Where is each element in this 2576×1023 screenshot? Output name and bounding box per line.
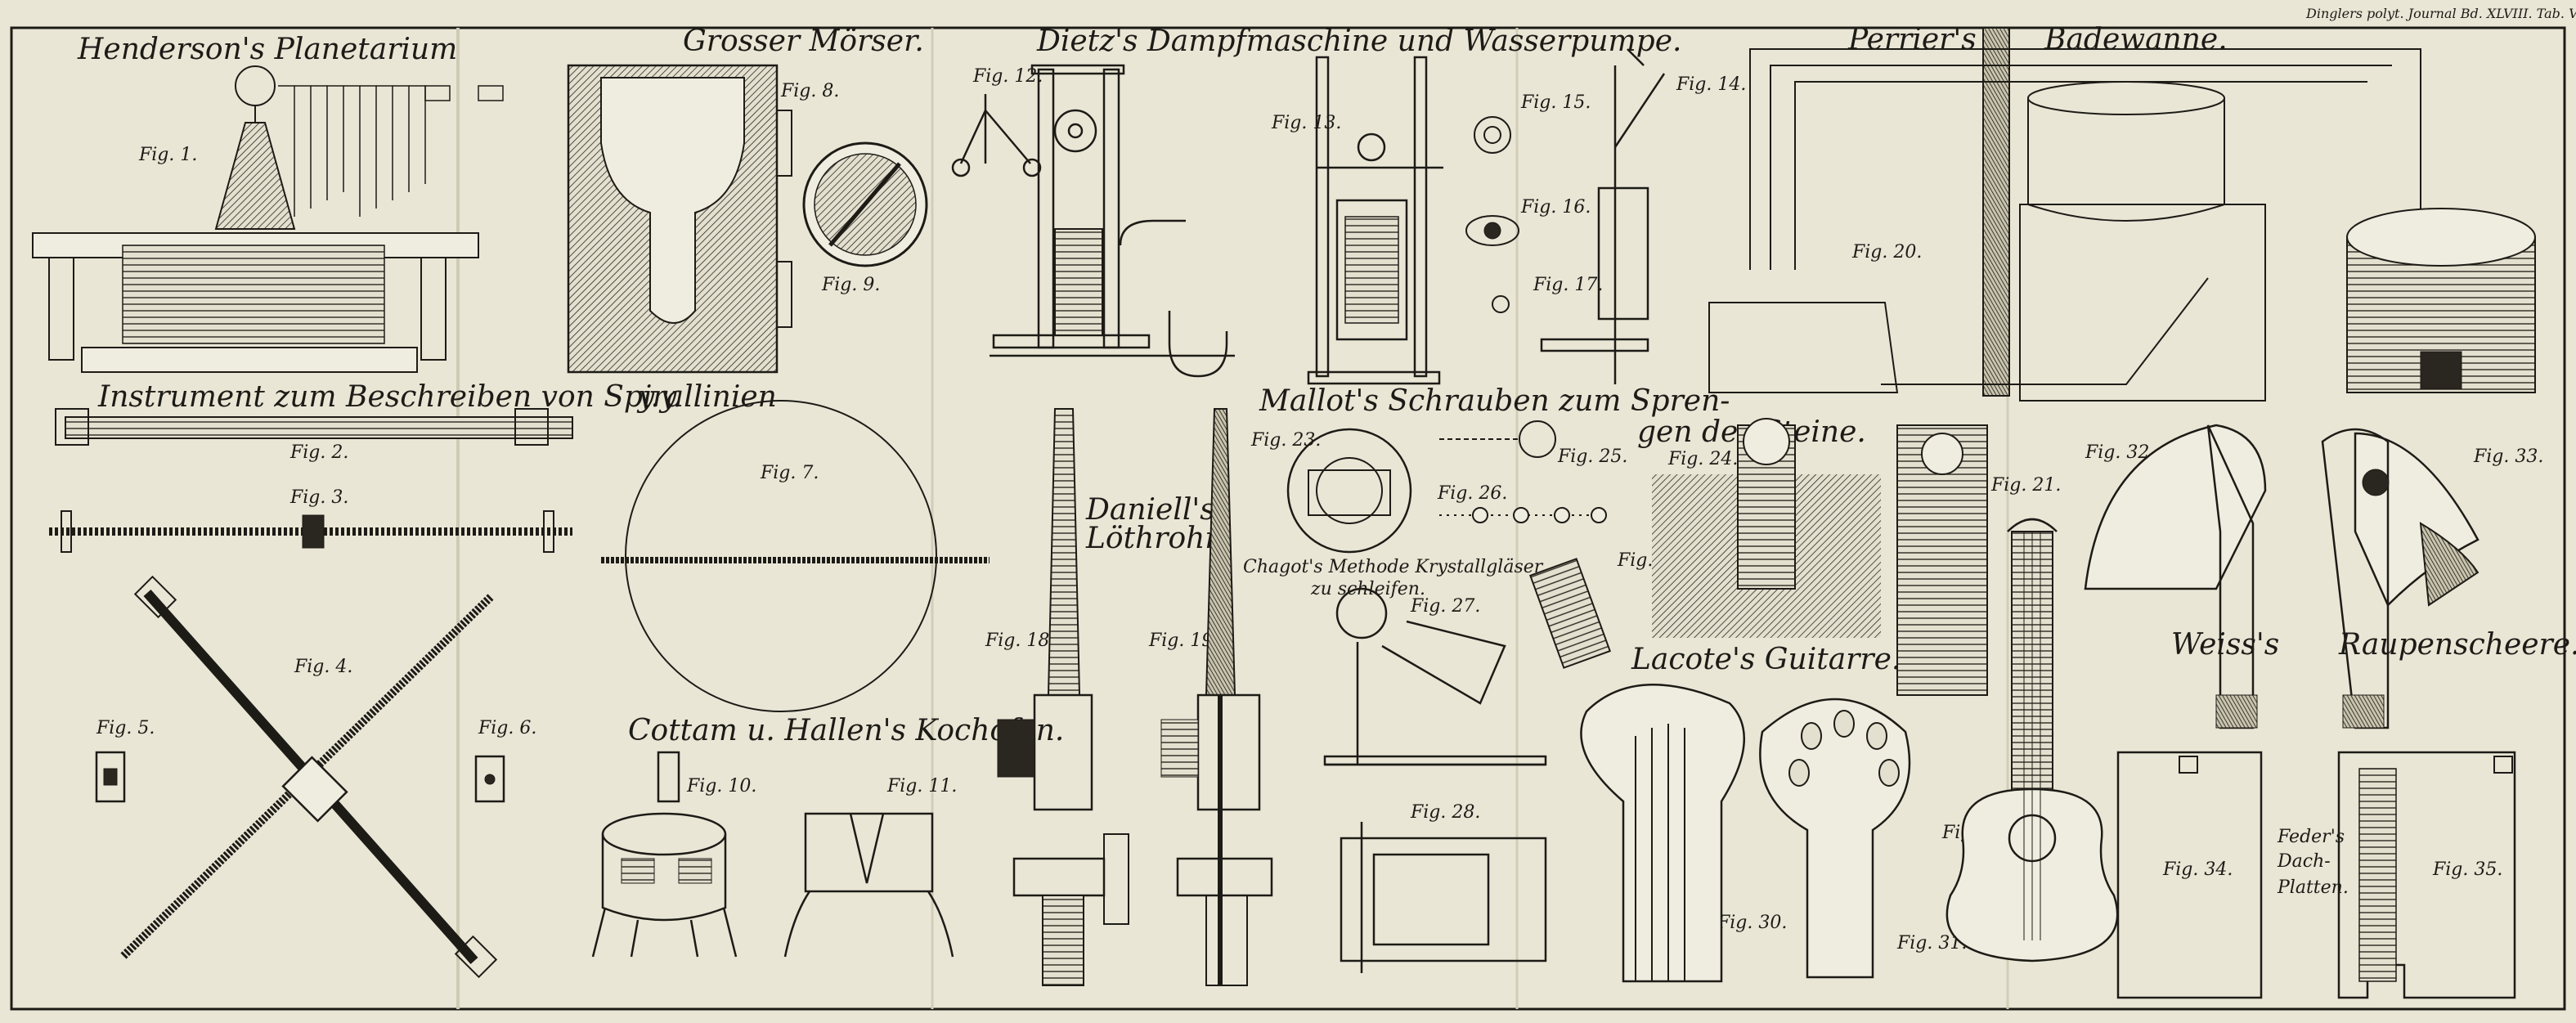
title-henderson: Henderson's Planetarium [77,33,457,66]
label-fig-8: Fig. 8. [780,81,839,101]
label-fig-25: Fig. 25. [1557,446,1627,467]
fig-14-15-16-17: Fig. 14. Fig. 15. Fig. 16. Fig. 17. [1465,48,1746,384]
title-cottam: Cottam u. Hallen's Kochofen. [628,714,1064,747]
title-feder-b: Dach- [2277,851,2331,872]
label-fig-35: Fig. 35. [2432,859,2502,880]
label-fig-27: Fig. 27. [1410,596,1480,617]
label-fig-26: Fig. 26. [1437,483,1507,504]
title-mallot-a: Mallot's Schrauben zum Spren- [1259,384,1730,418]
label-fig-5: Fig. 5. [96,718,155,738]
fig-13-water-pump: Fig. 13. [1271,56,1443,385]
title-badewanne: Badewanne. [2044,23,2228,56]
label-fig-24: Fig. 24. [1667,449,1738,469]
fig-34-35-roof-tiles: Fig. 34. Fig. 35. Feder's Dach- Platten. [2116,751,2516,999]
label-fig-10: Fig. 10. [686,776,756,796]
label-fig-34: Fig. 34. [2162,859,2233,880]
title-daniell-b: Löthrohr. [1085,522,1225,555]
fig-29-31-guitar: Lacote's Guitarre. Fig. 30. Fig. 31. Fig… [1580,518,2119,983]
label-fig-21: Fig. 21. [1990,475,2061,496]
fig-1-planetarium: Henderson's Planetarium Fig. 1. [32,33,504,373]
label-fig-28: Fig. 28. [1410,802,1480,823]
fig-21-26-screws: Mallot's Schrauben zum Spren- gen der St… [1250,384,2061,696]
label-fig-16: Fig. 16. [1520,197,1591,218]
label-fig-4: Fig. 4. [294,657,352,677]
label-fig-30: Fig. 30. [1717,913,1787,933]
label-fig-23: Fig. 23. [1250,430,1321,451]
fig-32-33-shears: Fig. 32. Fig. 33. Weiss's Raupenscheere. [2084,424,2576,729]
title-dietz: Dietz's Dampfmaschine und Wasserpumpe. [1036,25,1681,58]
fig-8-mortar: Grosser Mörser. Fig. 8. Fig. 9. [567,25,928,374]
fig-20-bathtub: Perrier's Badewanne. Fig. 20. [1708,23,2536,402]
title-perrier: Perrier's [1847,23,1977,56]
label-fig-15: Fig. 15. [1520,92,1591,113]
label-fig-2: Fig. 2. [289,442,348,463]
title-feder-a: Feder's [2277,827,2345,847]
label-fig-17: Fig. 17. [1533,275,1603,295]
label-fig-1: Fig. 1. [138,145,197,165]
label-fig-14: Fig. 14. [1676,74,1746,95]
fig-4-5-6-cross: Fig. 4. Fig. 5. Fig. 6. [95,575,536,979]
journal-header: Dinglers polyt. Journal Bd. XLVIII. Tab.… [2305,6,2576,21]
title-moerser: Grosser Mörser. [683,25,924,58]
fig-7-circle: Fig. 7. [601,400,990,712]
label-fig-33: Fig. 33. [2473,446,2543,467]
label-fig-18: Fig. 18. [985,630,1055,651]
fig-27-28-glass-grinding: Chagot's Methode Krystallgläser zu schle… [1243,557,1547,973]
label-fig-3: Fig. 3. [289,487,348,508]
title-feder-c: Platten. [2277,877,2349,898]
label-fig-7: Fig. 7. [760,463,819,483]
fig-10-11-stove: Cottam u. Hallen's Kochofen. Fig. 10. Fi… [591,714,1064,958]
title-spiral: Instrument zum Beschreiben von Spirallin… [97,380,777,414]
title-weiss: Weiss's [2171,628,2279,662]
label-fig-6: Fig. 6. [478,718,536,738]
label-y-y: y.y. [636,380,682,414]
label-fig-11: Fig. 11. [886,776,957,796]
title-raupen: Raupenscheere. [2338,628,2576,662]
title-chagot-a: Chagot's Methode Krystallgläser [1243,557,1544,577]
label-fig-9: Fig. 9. [821,275,880,295]
fig-18-19-blowpipe: Daniell's Löthrohr. Fig. 18. Fig. 19. [985,408,1273,986]
title-lacote: Lacote's Guitarre. [1631,643,1901,676]
label-fig-13: Fig. 13. [1271,113,1341,133]
fig-12-steam-engine: Dietz's Dampfmaschine und Wasserpumpe. F… [951,25,1681,378]
title-daniell-a: Daniell's [1085,493,1215,527]
fig-2-3-spiral-instrument: Instrument zum Beschreiben von Spirallin… [49,380,777,553]
plate-border [10,26,2566,1011]
label-fig-20: Fig. 20. [1851,242,1922,262]
